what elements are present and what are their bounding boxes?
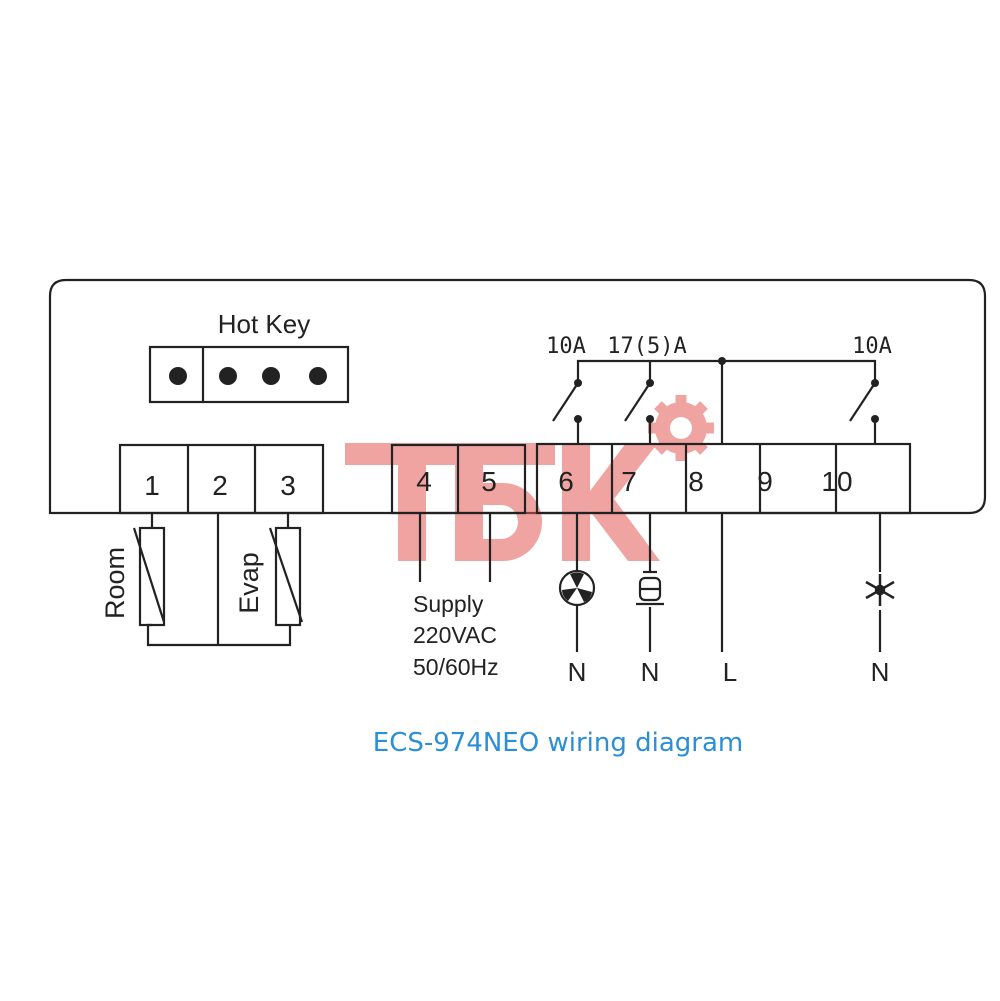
terminal-8-label: 8 [688, 466, 704, 497]
supply-voltage: 220VAC [413, 622, 497, 648]
terminal-3-label: 3 [280, 470, 296, 501]
hot-key-label: Hot Key [218, 309, 311, 339]
supply-label: Supply [413, 591, 484, 617]
supply-frequency: 50/60Hz [413, 654, 499, 680]
snowflake-icon [865, 574, 895, 606]
evap-thermistor [274, 526, 302, 627]
terminal-4-label: 4 [416, 466, 432, 497]
relay-switch-7 [624, 379, 654, 444]
room-sensor-label: Room [100, 547, 130, 619]
compressor-icon [636, 570, 664, 606]
terminal-1-label: 1 [144, 470, 160, 501]
relay-switch-10 [849, 379, 879, 444]
terminal-block-4-5 [390, 443, 527, 515]
terminal-2-label: 2 [212, 470, 228, 501]
terminal-5-label: 5 [481, 466, 497, 497]
relay-switches [552, 357, 879, 444]
fan-icon [558, 569, 596, 607]
watermark-logo [345, 395, 714, 561]
terminal-block-1-3 [118, 443, 325, 515]
diagram-title: ECS-974NEO wiring diagram [373, 728, 743, 758]
relay-switch-6 [552, 379, 582, 444]
terminal-block-6-10 [535, 442, 912, 515]
output-6-neutral: N [568, 657, 587, 687]
hot-key-connector [148, 345, 350, 404]
terminal-9-label: 9 [757, 466, 773, 497]
rating-t6: 10A [546, 334, 586, 359]
terminal-10-label: 10 [821, 466, 852, 497]
terminal-7-label: 7 [621, 466, 637, 497]
rating-t7: 17(5)A [607, 334, 686, 359]
rating-t10: 10A [852, 334, 892, 359]
terminal-6-label: 6 [558, 466, 574, 497]
output-7-neutral: N [641, 657, 660, 687]
evap-sensor-label: Evap [234, 552, 264, 614]
output-8-line: L [723, 657, 737, 687]
controller-body [48, 278, 987, 515]
output-10-neutral: N [871, 657, 890, 687]
sensor-wiring [132, 513, 304, 647]
